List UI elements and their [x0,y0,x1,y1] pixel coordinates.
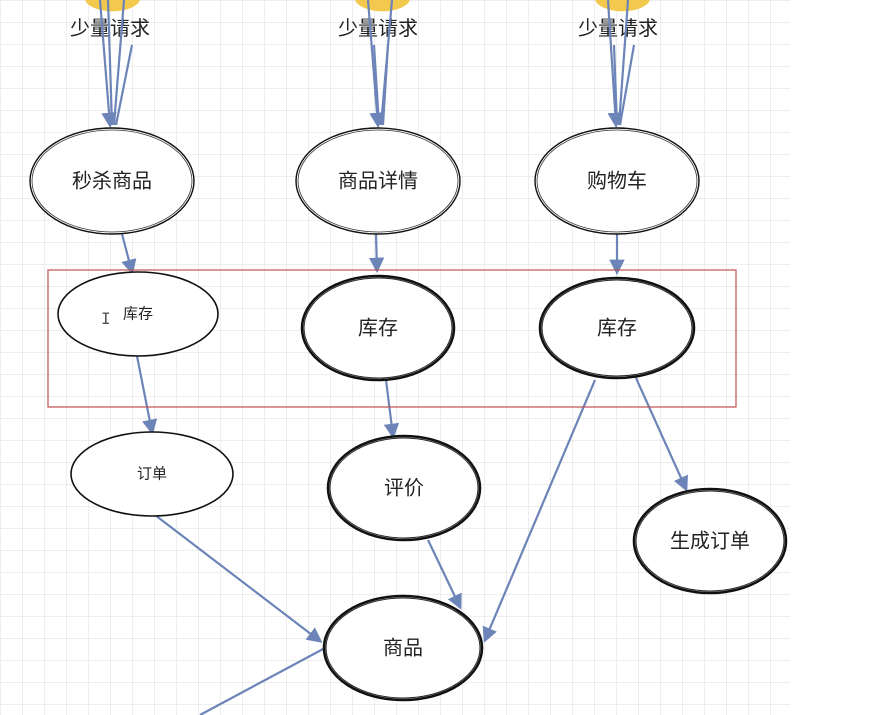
node-label: 库存 [358,316,398,340]
node-seckill-goods[interactable]: 秒杀商品 [29,127,195,235]
right-margin [790,0,873,715]
sun-icon [85,0,140,12]
request-label: 少量请求 [578,16,658,40]
text-cursor-icon: I [101,309,111,328]
node-label: 生成订单 [670,529,750,553]
node-goods[interactable]: 商品 [322,594,484,702]
node-label: 库存 [123,305,153,323]
node-review[interactable]: 评价 [326,434,482,542]
node-label: 购物车 [587,169,647,193]
node-label: 订单 [137,465,167,483]
node-label: 库存 [597,316,637,340]
node-label: 评价 [384,476,424,500]
node-stock-1[interactable]: 库存 I [57,271,219,357]
node-goods-detail[interactable]: 商品详情 [295,127,461,235]
request-arrows [98,0,636,129]
node-label: 秒杀商品 [72,169,152,193]
node-label: 商品 [383,636,423,660]
node-shopping-cart[interactable]: 购物车 [534,127,700,235]
node-stock-2[interactable]: 库存 [300,274,456,382]
node-create-order[interactable]: 生成订单 [632,487,788,595]
node-label: 商品详情 [338,169,418,193]
edges [120,233,688,715]
request-label: 少量请求 [338,16,418,40]
highlight-box [47,269,737,408]
node-stock-3[interactable]: 库存 [538,276,696,380]
node-order[interactable]: 订单 [70,431,234,517]
